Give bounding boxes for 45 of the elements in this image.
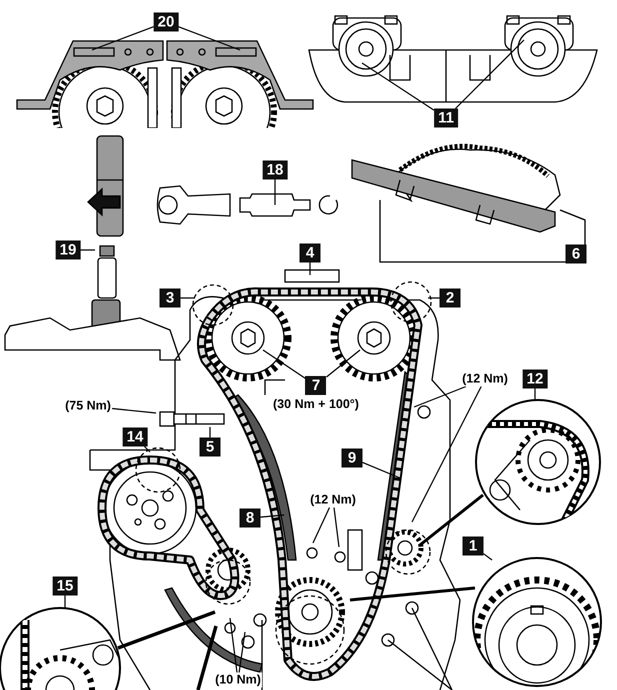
leader-line xyxy=(483,553,492,560)
leader-line xyxy=(64,596,66,609)
callout-number: 18 xyxy=(262,160,288,180)
leader-line xyxy=(238,632,246,673)
callout-number: 2 xyxy=(440,288,460,308)
callout-number: 4 xyxy=(300,244,320,262)
leader-line xyxy=(209,427,211,438)
leader-line xyxy=(274,180,276,205)
leader-line xyxy=(229,618,238,673)
leader-line xyxy=(112,408,156,414)
callout-number: 8 xyxy=(240,508,260,528)
leader-line xyxy=(260,514,284,518)
callout-number: 14 xyxy=(122,428,148,446)
leader-line xyxy=(262,350,306,379)
torque-label: (30 Nm + 100°) xyxy=(273,397,359,412)
callout-number: 3 xyxy=(160,288,180,308)
callout-number: 20 xyxy=(154,12,178,32)
callout-number: 6 xyxy=(566,244,586,264)
callout-number: 1 xyxy=(462,536,484,556)
leader-line xyxy=(178,26,240,51)
leader-line xyxy=(534,388,536,400)
torque-label: (75 Nm) xyxy=(64,398,112,414)
leader-line xyxy=(92,26,154,51)
leader-line xyxy=(326,350,360,378)
callout-number: 19 xyxy=(56,240,80,260)
leader-line xyxy=(180,297,195,299)
callout-number: 7 xyxy=(306,376,326,395)
callout-number: 5 xyxy=(200,438,220,456)
leader-line xyxy=(411,386,482,522)
callout-number: 12 xyxy=(522,370,548,388)
callout-number: 11 xyxy=(434,108,458,128)
callout-number: 15 xyxy=(52,576,78,596)
leader-line xyxy=(362,62,434,111)
leader-line xyxy=(362,462,400,479)
torque-label: (12 Nm) xyxy=(309,492,357,508)
leader-line xyxy=(309,262,311,275)
torque-label: (10 Nm) xyxy=(214,672,262,688)
torque-label: (12 Nm) xyxy=(461,372,509,386)
leader-line xyxy=(80,249,95,251)
leader-line xyxy=(414,386,466,408)
leader-line xyxy=(333,507,340,548)
callout-number: 9 xyxy=(342,448,362,468)
leader-line xyxy=(312,507,330,544)
leader-line xyxy=(455,40,524,109)
leader-line xyxy=(428,297,440,299)
